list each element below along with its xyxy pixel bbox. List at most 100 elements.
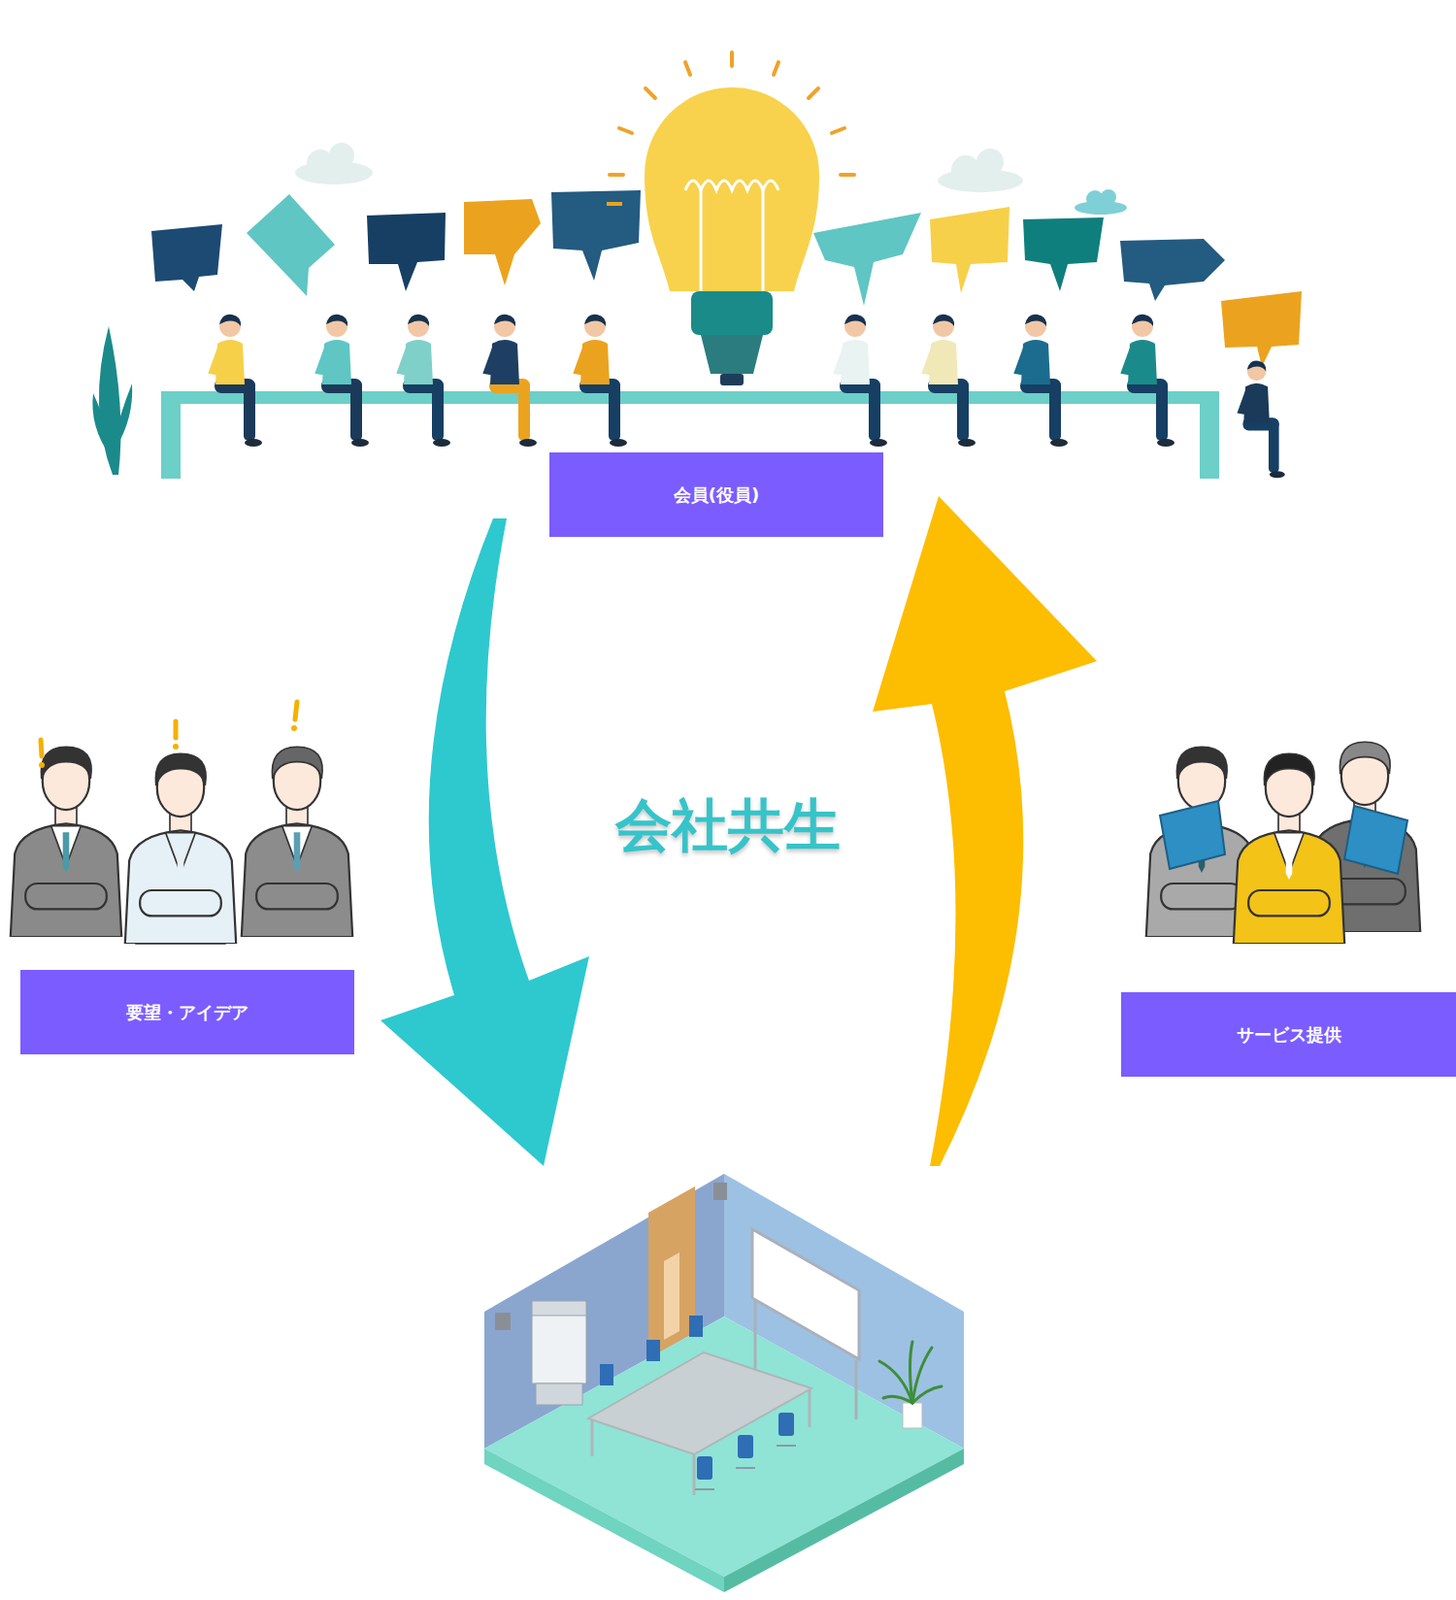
label-box: 要望・アイデア (20, 969, 355, 1055)
light-bulb (691, 291, 773, 335)
meeting-room (776, 1444, 796, 1447)
light-ray (831, 128, 845, 133)
thinking-people (10, 746, 122, 937)
meeting-room (713, 1182, 728, 1200)
exclamation-mark (173, 721, 179, 738)
meeting-room (879, 1360, 913, 1403)
light-bulb (700, 334, 763, 374)
meeting-room (910, 1341, 914, 1403)
speech-bubble (463, 198, 541, 286)
light-ray (840, 172, 855, 177)
meeting-room (648, 1186, 695, 1358)
up-arrow (872, 496, 1097, 1166)
cloud (329, 142, 355, 168)
bench (161, 391, 181, 479)
meeting-room (484, 1173, 964, 1592)
service-people (1159, 800, 1225, 869)
speech-bubble (551, 190, 641, 281)
exclamation-mark (172, 743, 179, 750)
cloud (976, 148, 1004, 176)
speech-bubble (1120, 238, 1225, 301)
meeting-room (855, 1359, 859, 1420)
meeting-room (694, 1488, 715, 1490)
speech-bubble (606, 201, 623, 206)
light-bulb (644, 87, 820, 292)
meeting-room (495, 1312, 511, 1330)
service-people (1344, 805, 1408, 874)
speech-bubble (246, 194, 335, 297)
plant (92, 326, 133, 475)
down-arrow (380, 518, 590, 1166)
sitting-person (577, 314, 628, 447)
meeting-room (663, 1252, 680, 1340)
meeting-room (689, 1315, 703, 1337)
bench (1199, 391, 1220, 479)
light-ray (808, 88, 819, 99)
sitting-person (1241, 361, 1286, 479)
meeting-room (484, 1448, 725, 1592)
thinking-people (10, 746, 353, 944)
label-box: サービス提供 (1121, 992, 1456, 1077)
meeting-room (696, 1456, 713, 1480)
light-bulb (685, 180, 779, 191)
light-ray (729, 52, 734, 67)
service-people (1146, 741, 1421, 944)
light-ray (619, 128, 632, 133)
meeting-room (531, 1315, 587, 1384)
exclamation-mark (295, 701, 298, 720)
sitting-person (487, 314, 537, 447)
thinking-people (241, 746, 353, 937)
speech-bubble (366, 212, 446, 292)
meeting-room (646, 1339, 661, 1361)
meeting-room (735, 1466, 756, 1469)
meeting-room (752, 1228, 860, 1359)
box-label: 要望・アイデア (126, 1000, 249, 1024)
sitting-person (926, 314, 976, 447)
meeting-room (808, 1389, 812, 1427)
box-label: 会員(役員) (673, 483, 760, 506)
meeting-room (754, 1298, 758, 1379)
light-ray (609, 172, 624, 177)
sitting-person (1125, 314, 1175, 447)
speech-bubble (929, 206, 1010, 294)
exclamation-mark (38, 761, 45, 768)
exclamation-mark (40, 739, 42, 757)
meeting-room (591, 1419, 595, 1456)
meeting-room (484, 1316, 964, 1577)
sitting-person (837, 314, 888, 447)
center-heading: 会社共生 (615, 794, 841, 858)
exclamation-mark (291, 725, 298, 731)
cloud (951, 155, 981, 185)
thinking-people (125, 753, 236, 944)
meeting-room (694, 1445, 796, 1490)
speech-bubble (1023, 217, 1104, 292)
speech-bubble (151, 224, 223, 292)
meeting-room (778, 1412, 795, 1436)
plant (112, 383, 133, 447)
meeting-room (737, 1434, 754, 1458)
meeting-room (599, 1363, 614, 1386)
light-ray (685, 62, 691, 75)
meeting-room (588, 1352, 812, 1455)
light-bulb (720, 373, 744, 386)
meeting-room (724, 1448, 964, 1592)
light-ray (773, 62, 779, 75)
exclamation-mark (38, 701, 298, 768)
sitting-person (319, 314, 369, 447)
light-ray (645, 88, 656, 99)
cloud (937, 168, 1024, 193)
label-box: 会員(役員) (549, 452, 884, 537)
speech-bubble (1221, 291, 1302, 367)
sitting-person (1018, 314, 1068, 447)
meeting-room (535, 1383, 583, 1405)
light-bulb (700, 189, 763, 292)
sitting-person (212, 314, 263, 447)
cloud (1100, 189, 1117, 205)
meeting-room (912, 1386, 942, 1403)
meeting-room (879, 1341, 942, 1403)
plant (92, 393, 115, 457)
box-label: サービス提供 (1236, 1023, 1342, 1046)
light-bulb (644, 87, 820, 386)
service-people (1233, 753, 1345, 944)
